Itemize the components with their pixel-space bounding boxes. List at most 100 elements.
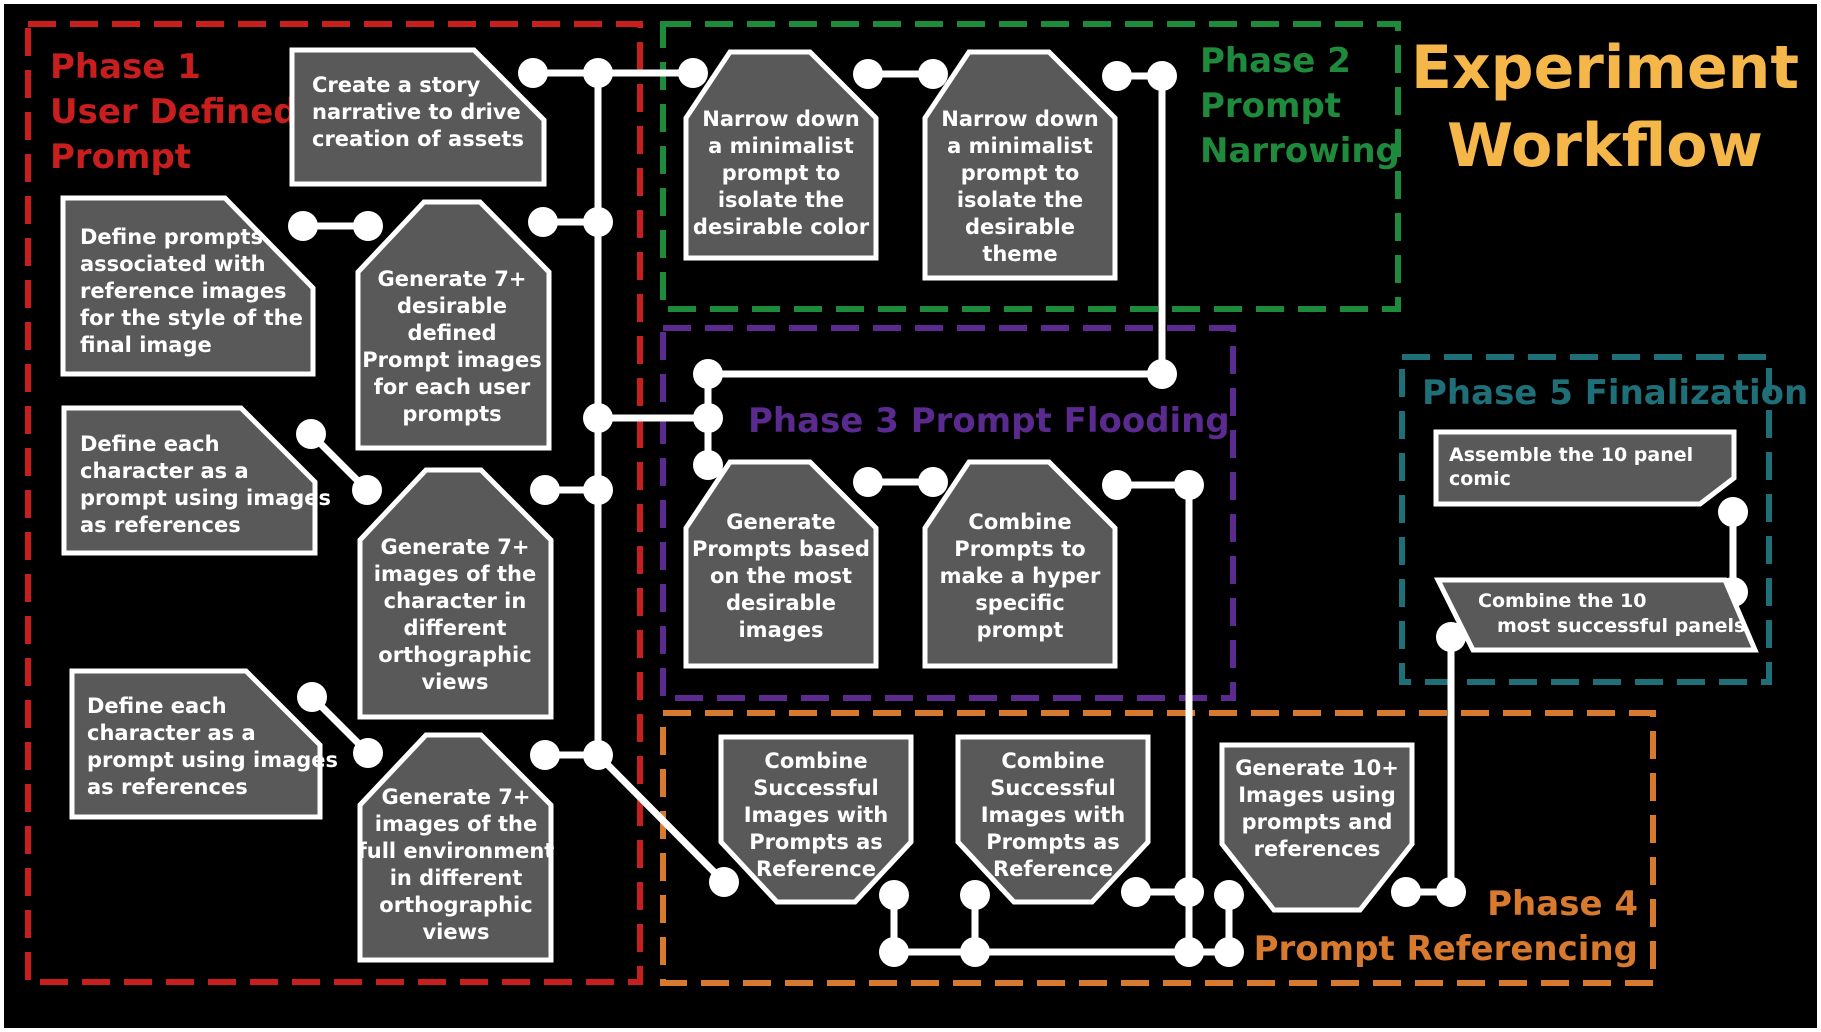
gen-10-line-3: prompts and [1242, 810, 1393, 834]
create-story-line-2: narrative to drive [312, 100, 521, 124]
narrow-theme-line-1: Narrow down [941, 107, 1098, 131]
narrow-theme-line-2: a minimalist [947, 134, 1093, 158]
gen-defined-line-3: defined [407, 321, 496, 345]
phase2-label-line-2: Prompt [1200, 86, 1341, 126]
phase5-label: Phase 5 Finalization [1422, 373, 1808, 413]
define-char-a-line-1: Define each [80, 432, 220, 456]
gen-10-line-4: references [1254, 837, 1381, 861]
title: Experiment Workflow [1411, 33, 1799, 181]
combine-panels-line-2: most successful panels [1497, 615, 1745, 637]
gen-defined-line-6: prompts [402, 402, 501, 426]
gen-env-line-2: images of the [375, 812, 537, 836]
narrow-theme-line-6: theme [982, 242, 1057, 266]
step-define-character-a [61, 405, 318, 556]
gen-defined-line-1: Generate 7+ [378, 267, 527, 291]
narrow-color-line-2: a minimalist [708, 134, 854, 158]
gen-char-line-6: views [421, 670, 488, 694]
gen-env-line-6: views [422, 920, 489, 944]
gen-env-line-3: full environment [358, 839, 555, 863]
define-char-a-line-3: prompt using images [80, 486, 331, 510]
step-combine-reference-b [955, 734, 1151, 905]
phase2-label-line-3: Narrowing [1200, 131, 1400, 171]
define-char-b-line-3: prompt using images [87, 748, 338, 772]
combine-hyper-line-1: Combine [968, 510, 1071, 534]
gen-char-line-2: images of the [374, 562, 536, 586]
combine-ref-a-line-3: Images with [744, 803, 889, 827]
define-char-b-line-2: character as a [87, 721, 256, 745]
define-char-b-line-1: Define each [87, 694, 227, 718]
phase1-label-line-2: User Defined [50, 92, 298, 132]
narrow-color-line-4: isolate the [718, 188, 844, 212]
gen-defined-line-5: for each user [374, 375, 531, 399]
combine-ref-a-line-5: Reference [756, 857, 876, 881]
phase2-label-line-1: Phase 2 [1200, 41, 1351, 81]
define-style-line-3: reference images [80, 279, 287, 303]
define-char-b-line-4: as references [87, 775, 248, 799]
step-generate-character-views [357, 467, 554, 720]
step-assemble-comic [1433, 429, 1737, 507]
step-combine-panels [1433, 577, 1759, 653]
combine-ref-b-line-4: Prompts as [986, 830, 1120, 854]
gen-char-line-1: Generate 7+ [381, 535, 530, 559]
phase2-container [660, 21, 1401, 312]
define-style-line-1: Define prompts [80, 225, 263, 249]
phase1-container [25, 21, 643, 985]
step-narrow-theme [922, 49, 1118, 281]
gen-char-line-3: character in [384, 589, 527, 613]
phase1-label-line-1: Phase 1 [50, 47, 201, 87]
combine-hyper-line-2: Prompts to [954, 537, 1085, 561]
step-generate-10-images [1219, 742, 1415, 913]
combine-ref-b-line-2: Successful [990, 776, 1116, 800]
gen-env-line-1: Generate 7+ [382, 785, 531, 809]
gen-char-line-4: different [403, 616, 506, 640]
gen-defined-line-4: Prompt images [362, 348, 541, 372]
assemble-line-1: Assemble the 10 panel [1449, 444, 1693, 466]
phase5-container [1399, 354, 1772, 685]
create-story-line-3: creation of assets [312, 127, 524, 151]
narrow-color-line-5: desirable color [693, 215, 870, 239]
gen-prompts-line-1: Generate [726, 510, 835, 534]
step-narrow-color [683, 49, 879, 261]
step-texts: Create a story narrative to drive creati… [80, 73, 1745, 944]
assemble-line-2: comic [1449, 468, 1511, 490]
step-combine-reference-a [718, 734, 914, 905]
combine-panels-line-1: Combine the 10 [1478, 590, 1647, 612]
combine-hyper-line-5: prompt [977, 618, 1064, 642]
narrow-theme-line-3: prompt to [961, 161, 1080, 185]
phase3-label: Phase 3 Prompt Flooding [748, 401, 1230, 441]
define-char-a-line-2: character as a [80, 459, 249, 483]
combine-ref-b-line-1: Combine [1001, 749, 1104, 773]
gen-10-line-1: Generate 10+ [1235, 756, 1399, 780]
step-define-character-b [69, 668, 323, 820]
combine-hyper-line-3: make a hyper [940, 564, 1101, 588]
gen-defined-line-2: desirable [397, 294, 507, 318]
gen-prompts-line-4: desirable [726, 591, 836, 615]
step-define-style-prompts [60, 195, 316, 377]
gen-prompts-line-3: on the most [710, 564, 852, 588]
combine-ref-a-line-1: Combine [764, 749, 867, 773]
define-style-line-5: final image [80, 333, 212, 357]
gen-env-line-4: in different [390, 866, 523, 890]
combine-ref-b-line-5: Reference [993, 857, 1113, 881]
phase-containers [25, 21, 1772, 986]
title-line-1: Experiment [1411, 33, 1799, 103]
combine-hyper-line-4: specific [975, 591, 1064, 615]
define-char-a-line-4: as references [80, 513, 241, 537]
phase4-label-line-2: Prompt Referencing [1254, 929, 1638, 969]
gen-10-line-2: Images using [1238, 783, 1396, 807]
combine-ref-a-line-4: Prompts as [749, 830, 883, 854]
workflow-diagram: Experiment Workflow Phase 1 User Defined… [25, 21, 1808, 986]
step-create-story [289, 47, 547, 187]
phase4-label-line-1: Phase 4 [1487, 884, 1638, 924]
connectors [299, 69, 1737, 956]
phase-labels: Phase 1 User Defined Prompt Phase 2 Prom… [50, 41, 1808, 969]
combine-ref-a-line-2: Successful [753, 776, 879, 800]
narrow-theme-line-4: isolate the [957, 188, 1083, 212]
define-style-line-2: associated with [80, 252, 266, 276]
step-generate-defined-prompt-images [355, 199, 552, 451]
narrow-color-line-1: Narrow down [702, 107, 859, 131]
narrow-color-line-3: prompt to [722, 161, 841, 185]
gen-prompts-line-5: images [738, 618, 823, 642]
step-generate-environment-views [357, 732, 554, 963]
